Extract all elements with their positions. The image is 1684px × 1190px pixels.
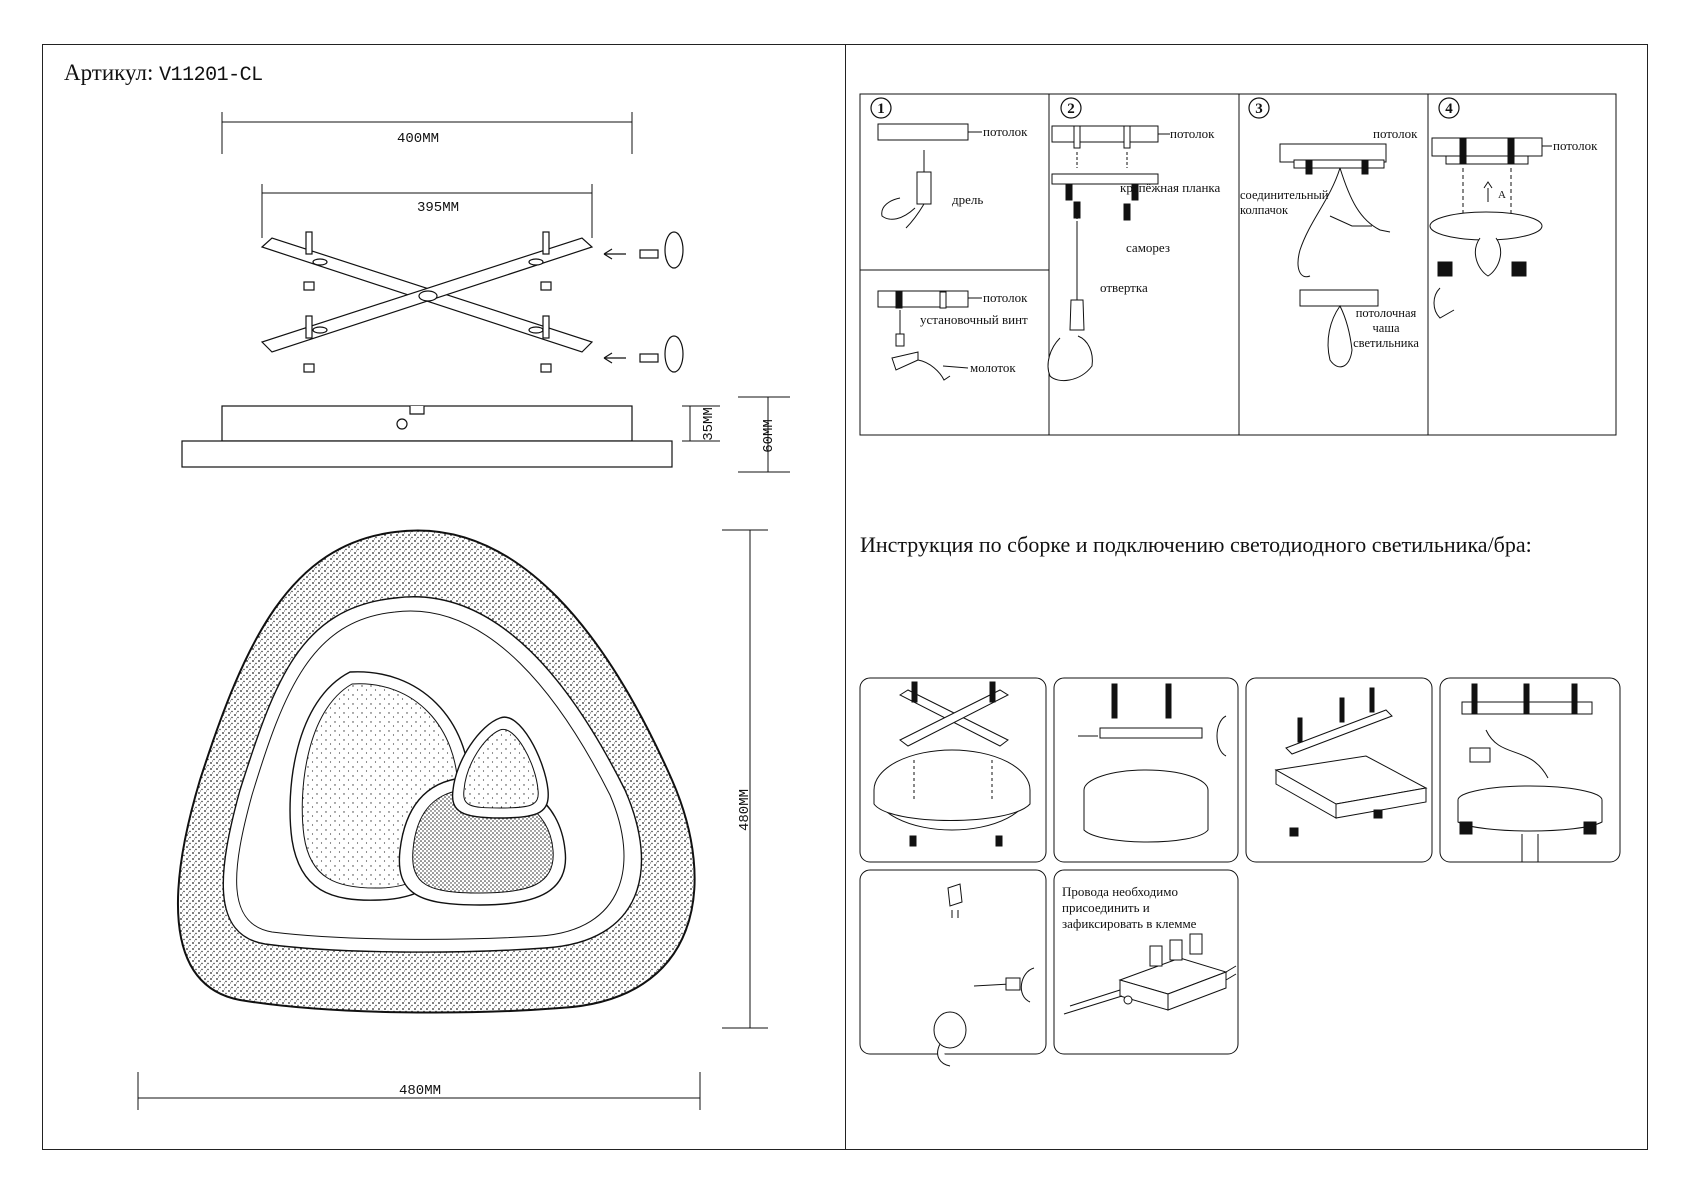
dimension-395 bbox=[261, 184, 593, 238]
step-1-screw-label: установочный винт bbox=[920, 312, 1028, 327]
article-label: Артикул: bbox=[64, 60, 154, 85]
instruction-title: Инструкция по сборке и подключению свето… bbox=[860, 532, 1532, 557]
step-1-drill-label: дрель bbox=[952, 192, 983, 207]
dimension-400 bbox=[221, 112, 633, 154]
step-1-ceiling-a-label: потолок bbox=[983, 124, 1028, 139]
dimension-480-vertical-label: 480MM bbox=[737, 789, 753, 831]
side-screws bbox=[603, 231, 684, 373]
dimension-60-label: 60MM bbox=[761, 419, 777, 453]
step-3-wiring-illustration bbox=[1279, 143, 1391, 368]
lamp-top-view bbox=[176, 529, 696, 1014]
bracket-screws bbox=[303, 231, 552, 373]
assembly-d-illustration bbox=[1457, 683, 1603, 862]
article-header: Артикул: V11201-CL bbox=[64, 60, 263, 87]
article-code: V11201-CL bbox=[159, 64, 263, 87]
step-3-cap-label: соединительный колпачок bbox=[1240, 188, 1329, 217]
assembly-f-illustration bbox=[1063, 933, 1237, 1015]
step-2-bracket-label: крепёжная планка bbox=[1120, 180, 1221, 195]
step-3-number: 3 bbox=[1255, 101, 1263, 117]
step-1-drill-illustration bbox=[877, 123, 982, 381]
step-4-ceiling-label: потолок bbox=[1553, 138, 1598, 153]
assembly-e-illustration bbox=[933, 883, 1035, 1067]
dimension-400-label: 400MM bbox=[397, 131, 439, 147]
sheet-divider bbox=[845, 44, 846, 1150]
step-2-number: 2 bbox=[1067, 101, 1075, 117]
steps-panel bbox=[859, 93, 1617, 436]
assembly-c-illustration bbox=[1274, 687, 1428, 837]
dimension-35-label: 35MM bbox=[701, 407, 717, 441]
cross-bracket bbox=[260, 237, 594, 353]
lamp-dimensions bbox=[137, 529, 768, 1110]
wiring-note: Провода необходимо присоединить и зафикс… bbox=[1062, 884, 1197, 931]
assembly-a-illustration bbox=[873, 681, 1031, 847]
height-dimensions bbox=[682, 396, 790, 473]
step-3-ceiling-label: потолок bbox=[1373, 126, 1418, 141]
dimension-395-label: 395MM bbox=[417, 200, 459, 216]
step-3-cup-label: потолочная чаша светильника bbox=[1353, 306, 1419, 350]
step-4-arrow-label: A bbox=[1498, 189, 1506, 201]
step-2-bracket-illustration bbox=[1047, 125, 1170, 382]
step-2-self-tap-label: саморез bbox=[1126, 240, 1170, 255]
step-1-number: 1 bbox=[877, 101, 885, 117]
assembly-b-illustration bbox=[1078, 683, 1227, 843]
step-4-number: 4 bbox=[1445, 101, 1453, 117]
step-4-mount-illustration bbox=[1429, 137, 1552, 319]
step-numbers bbox=[870, 97, 1460, 119]
step-1-hammer-label: молоток bbox=[970, 360, 1016, 375]
step-2-ceiling-label: потолок bbox=[1170, 126, 1215, 141]
side-profile bbox=[181, 405, 673, 468]
assembly-panels bbox=[859, 677, 1621, 1055]
step-1-ceiling-b-label: потолок bbox=[983, 290, 1028, 305]
dimension-480-horizontal-label: 480MM bbox=[399, 1083, 441, 1099]
step-2-screwdriver-label: отвертка bbox=[1100, 280, 1148, 295]
